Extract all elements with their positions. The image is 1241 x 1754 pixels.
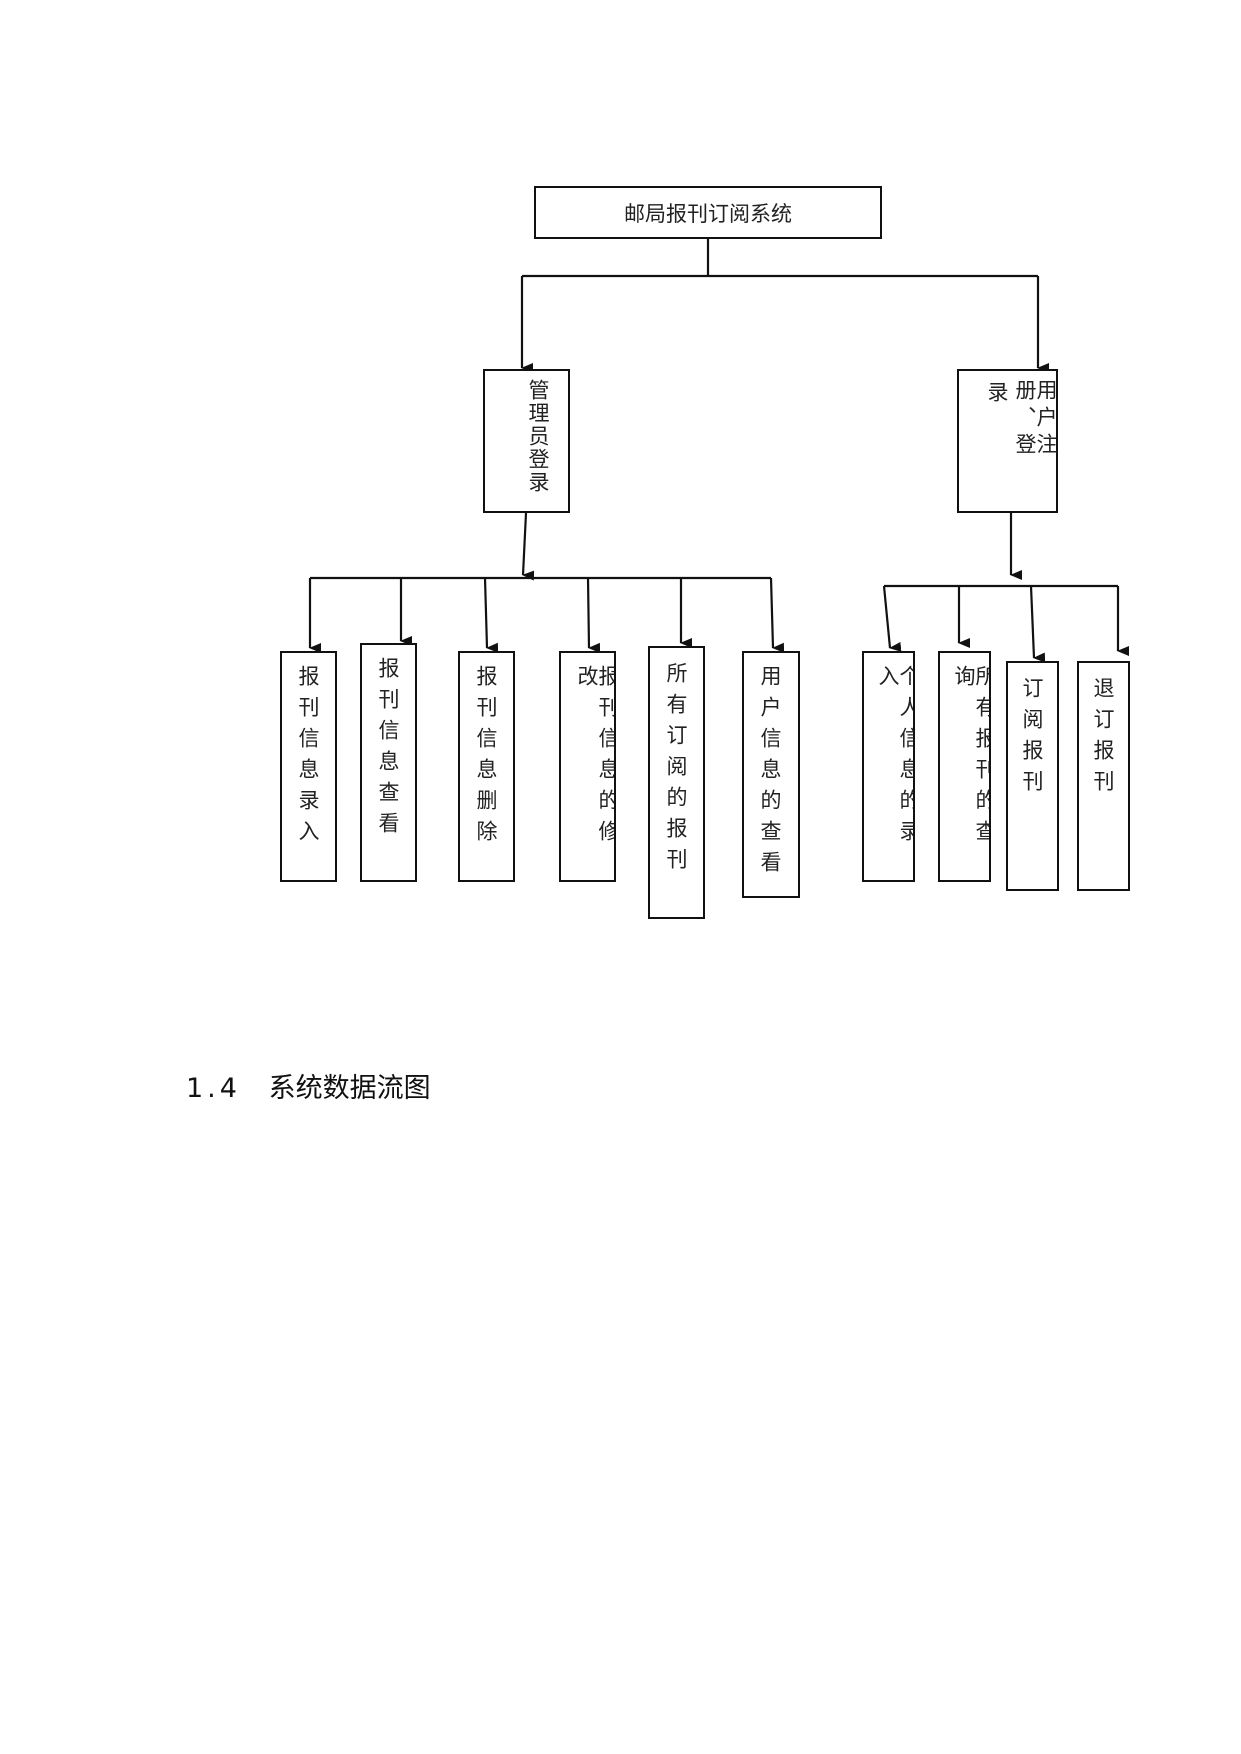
admin-child-3: 报刊信息删除 xyxy=(458,651,515,882)
user-child-4-label: 退订报刊 xyxy=(1091,677,1115,801)
section-heading: 1.4 系统数据流图 xyxy=(186,1066,431,1105)
admin-child-5-label: 所有订阅的报刊 xyxy=(664,662,688,879)
connector-arrow-9 xyxy=(483,577,499,653)
admin-login-box: 管理员登录 xyxy=(483,369,570,513)
user-login-label: 用户注册、登 xyxy=(1013,379,1058,460)
root-box: 邮局报刊订阅系统 xyxy=(534,186,882,239)
admin-child-1: 报刊信息录入 xyxy=(280,651,337,882)
user-child-2-label: 所有报刊的查询 xyxy=(952,665,991,851)
admin-child-4-label: 报刊信息的修改 xyxy=(575,665,616,851)
root-label: 邮局报刊订阅系统 xyxy=(624,201,792,226)
section-title: 系统数据流图 xyxy=(268,1073,431,1104)
user-login-box: 用户注册、登 录 xyxy=(957,369,1058,513)
admin-child-6-label: 用户信息的查看 xyxy=(758,665,782,882)
user-child-1: 个人信息的录入 xyxy=(862,651,915,882)
admin-login-label: 管理员登录 xyxy=(526,379,550,494)
admin-child-5: 所有订阅的报刊 xyxy=(648,646,705,919)
admin-child-1-label: 报刊信息录入 xyxy=(296,665,320,851)
admin-child-6: 用户信息的查看 xyxy=(742,651,800,898)
function-structure-diagram: 邮局报刊订阅系统 管理员登录 用户注册、登 录 报刊信息录入 报刊信息查看 报刊… xyxy=(280,186,1130,919)
user-child-2: 所有报刊的查询 xyxy=(938,651,991,882)
admin-child-3-label: 报刊信息删除 xyxy=(474,665,498,851)
section-number: 1.4 xyxy=(186,1073,241,1104)
connector-arrow-5 xyxy=(521,512,535,581)
connector-arrow-17 xyxy=(1029,585,1046,663)
user-child-3-label: 订阅报刊 xyxy=(1020,677,1044,801)
user-child-4: 退订报刊 xyxy=(1077,661,1130,891)
user-child-3: 订阅报刊 xyxy=(1006,661,1059,891)
admin-child-2: 报刊信息查看 xyxy=(360,643,417,882)
user-login-label-tail: 录 xyxy=(985,381,1009,412)
connector-arrow-10 xyxy=(586,577,601,653)
connector-lines xyxy=(308,239,1129,663)
connector-arrow-12 xyxy=(769,577,785,653)
admin-child-4: 报刊信息的修改 xyxy=(559,651,616,882)
connector-arrow-15 xyxy=(882,585,902,652)
user-child-1-label: 个人信息的录入 xyxy=(876,665,915,851)
admin-child-2-label: 报刊信息查看 xyxy=(376,657,400,843)
